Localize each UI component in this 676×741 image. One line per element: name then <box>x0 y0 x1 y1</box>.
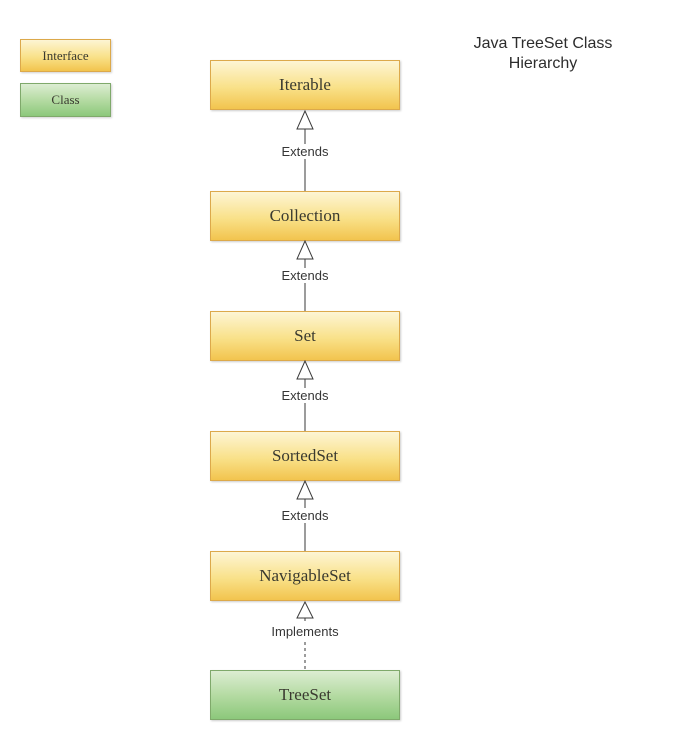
legend-class-label: Class <box>51 92 80 107</box>
extends-arrow-icon <box>296 110 314 191</box>
node-treeset: TreeSet <box>210 670 400 720</box>
node-treeset-label: TreeSet <box>278 685 332 704</box>
hollow-triangle-arrowhead <box>296 360 314 380</box>
extends-arrow-icon <box>296 240 314 311</box>
edge-label-wrap: Extends <box>245 267 365 285</box>
edge-label-wrap: Implements <box>245 623 365 641</box>
connector-set-collection: Extends <box>245 240 365 311</box>
edge-label-extends: Extends <box>278 144 332 159</box>
hollow-triangle-arrowhead <box>296 240 314 260</box>
node-navigableset: NavigableSet <box>210 551 400 601</box>
hollow-triangle-arrowhead <box>296 110 314 130</box>
extends-arrow-icon <box>296 480 314 551</box>
legend-interface-swatch: Interface <box>20 39 111 72</box>
legend-class-swatch: Class <box>20 83 111 117</box>
edge-label-extends: Extends <box>278 388 332 403</box>
hollow-triangle-arrowhead <box>296 601 314 619</box>
node-set-label: Set <box>294 326 316 345</box>
edge-label-extends: Extends <box>278 268 332 283</box>
edge-label-wrap: Extends <box>245 143 365 161</box>
node-navigableset-label: NavigableSet <box>259 566 351 585</box>
node-sortedset-label: SortedSet <box>271 446 339 465</box>
node-collection-label: Collection <box>269 206 341 225</box>
connector-navigableset-sortedset: Extends <box>245 480 365 551</box>
legend-interface-label: Interface <box>42 47 89 63</box>
edge-label-wrap: Extends <box>245 387 365 405</box>
edge-label-extends: Extends <box>278 508 332 523</box>
node-set: Set <box>210 311 400 361</box>
node-sortedset: SortedSet <box>210 431 400 481</box>
connector-sortedset-set: Extends <box>245 360 365 431</box>
node-iterable: Iterable <box>210 60 400 110</box>
connector-treeset-navigableset: Implements <box>245 601 365 670</box>
node-collection: Collection <box>210 191 400 241</box>
page-title-line1: Java TreeSet Class <box>473 35 613 52</box>
extends-arrow-icon <box>296 360 314 431</box>
page-title: Java TreeSet Class Hierarchy <box>420 34 666 74</box>
edge-label-implements: Implements <box>268 624 342 639</box>
connector-collection-iterable: Extends <box>245 110 365 191</box>
page-title-line2: Hierarchy <box>508 55 578 72</box>
node-iterable-label: Iterable <box>279 75 331 94</box>
hollow-triangle-arrowhead <box>296 480 314 500</box>
edge-label-wrap: Extends <box>245 507 365 525</box>
